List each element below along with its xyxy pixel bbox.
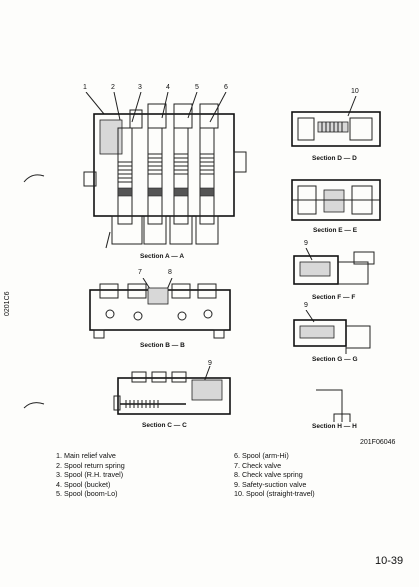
- section-g-drawing: [293, 310, 371, 354]
- callout-3: 3: [138, 84, 142, 91]
- section-g-caption: Section G — G: [312, 356, 358, 363]
- legend-item: 9. Safety-suction valve: [234, 479, 307, 489]
- section-e-drawing: [291, 179, 381, 221]
- section-e-caption: Section E — E: [313, 227, 358, 234]
- callout-5: 5: [195, 84, 199, 91]
- callout-6: 6: [224, 84, 228, 91]
- section-h-caption: Section H — H: [312, 423, 357, 430]
- section-b-drawing: [89, 278, 231, 339]
- margin-mark-bottom: [23, 402, 45, 409]
- section-d-caption: Section D — D: [312, 155, 357, 162]
- callout-4: 4: [166, 84, 170, 91]
- section-b-caption: Section B — B: [140, 342, 185, 349]
- callout-10: 10: [351, 88, 359, 95]
- section-c-drawing: [113, 366, 231, 415]
- legend-item: 10. Spool (straight-travel): [234, 489, 315, 499]
- callout-1: 1: [83, 84, 87, 91]
- legend-item: 5. Spool (boom-Lo): [56, 489, 118, 499]
- side-code: 0201C6: [4, 291, 11, 316]
- legend-item: 1. Main relief valve: [56, 451, 116, 460]
- figure-id: 201F06046: [360, 439, 396, 446]
- section-c-caption: Section C — C: [142, 422, 187, 429]
- section-h-drawing: [316, 389, 351, 422]
- section-a-drawing: [83, 92, 247, 249]
- section-f-drawing: [293, 248, 375, 285]
- section-d-drawing: [291, 96, 381, 147]
- callout-9-c: 9: [208, 360, 212, 367]
- legend-item: 3. Spool (R.H. travel): [56, 470, 124, 480]
- section-a-caption: Section A — A: [140, 253, 185, 260]
- margin-mark-top: [23, 174, 45, 183]
- legend-left: 1. Main relief valve 2. Spool return spr…: [56, 451, 125, 499]
- legend-item: 7. Check valve: [234, 460, 282, 470]
- legend-right: 6. Spool (arm-Hi) 7. Check valve 8. Chec…: [234, 451, 315, 499]
- callout-9-f: 9: [304, 240, 308, 247]
- legend-item: 8. Check valve spring: [234, 470, 303, 480]
- page-number: 10-39: [375, 555, 404, 567]
- legend-item: 6. Spool (arm-Hi): [234, 451, 289, 460]
- legend-item: 4. Spool (bucket): [56, 479, 111, 489]
- callout-9-g: 9: [304, 302, 308, 309]
- callout-2: 2: [111, 84, 115, 91]
- callout-7: 7: [138, 269, 142, 276]
- legend-item: 2. Spool return spring: [56, 460, 125, 470]
- callout-8: 8: [168, 269, 172, 276]
- section-f-caption: Section F — F: [312, 294, 356, 301]
